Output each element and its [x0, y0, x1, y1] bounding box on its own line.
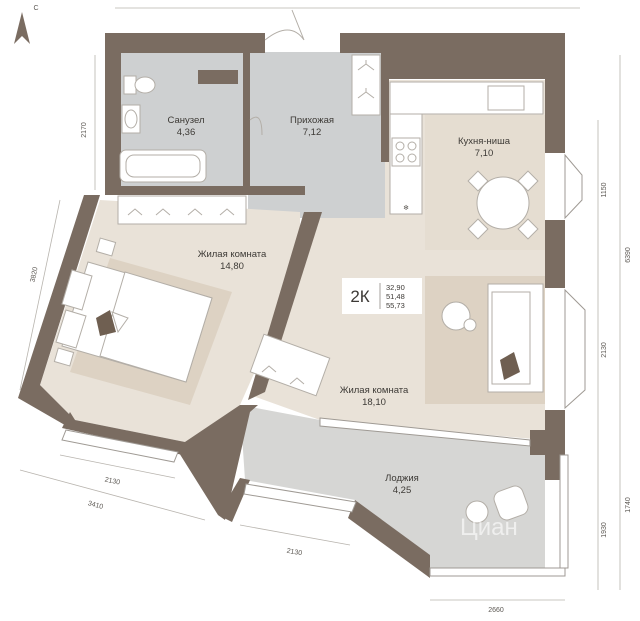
window-loggia-bottom	[429, 567, 566, 577]
wall-left-diagonal	[18, 195, 100, 428]
bed-accent-pillow	[96, 310, 116, 336]
dim-line	[59, 454, 176, 479]
burner-icon	[395, 153, 405, 163]
dim-line	[19, 199, 61, 391]
window-living-bottom	[319, 417, 531, 447]
dim-bottom-bedroom: 3410	[87, 500, 104, 511]
hanger-icon	[219, 208, 235, 216]
nightstand	[95, 237, 117, 257]
hall-wardrobe	[351, 54, 381, 116]
wall-bath-hall	[243, 52, 250, 192]
room-label-living: Жилая комната	[340, 385, 409, 396]
dim-bottom-living-window: 2130	[286, 548, 303, 558]
hanger-icon	[127, 208, 143, 216]
side-table	[463, 318, 477, 332]
window-kitchen-right	[564, 153, 583, 220]
room-label-kitchen: Кухня-ниша	[458, 136, 511, 147]
room-label-loggia: Лоджия	[385, 473, 419, 484]
room-area-bathroom: 4,36	[177, 127, 196, 138]
total-with-loggia-value: 55,73	[386, 301, 405, 310]
dim-line	[239, 524, 351, 546]
chair	[467, 170, 489, 192]
dim-right-upper: 1150	[601, 182, 608, 197]
wall-bedroom-bottom	[62, 412, 205, 460]
chair	[517, 170, 539, 192]
chair	[467, 218, 489, 240]
room-area-living: 18,10	[362, 397, 386, 408]
room-area-kitchen: 7,10	[475, 148, 494, 159]
bedroom-wardrobe	[117, 195, 247, 225]
entrance-door	[264, 9, 305, 41]
window-loggia-right	[559, 454, 569, 569]
room-area-bedroom: 14,80	[220, 261, 244, 272]
hanger-icon	[357, 60, 375, 71]
wall-loggia-bottom	[348, 500, 430, 578]
chair	[517, 218, 539, 240]
compass-arrow-icon	[14, 12, 30, 44]
watermark-logo: Циан	[460, 514, 518, 541]
room-label-bedroom: Жилая комната	[198, 249, 267, 260]
pillow	[55, 309, 87, 349]
dim-left-lower: 3820	[29, 266, 39, 283]
burner-icon	[407, 153, 417, 163]
window-loggia-left	[243, 483, 357, 513]
burner-icon	[395, 141, 405, 151]
living-area-value: 32,90	[386, 283, 405, 292]
loggia-table	[465, 500, 489, 524]
pillow	[61, 269, 93, 311]
stove	[391, 137, 421, 167]
dim-right-total: 6390	[625, 247, 632, 263]
toilet-bowl	[134, 76, 156, 94]
hanger-icon	[187, 208, 203, 216]
window-living-right	[564, 288, 586, 410]
wall-hall-right	[381, 52, 389, 162]
dim-bottom-loggia: 2660	[488, 607, 504, 614]
total-area-value: 51,48	[386, 292, 405, 301]
wall-bedroom-bottom-right	[176, 405, 258, 520]
toilet-tank	[123, 75, 137, 95]
wall-loggia-left	[218, 478, 250, 522]
wall-bath-bottom	[105, 186, 305, 195]
dim-right-loggia-inner: 1930	[601, 522, 608, 538]
bed-accent-pillow-light	[111, 311, 129, 334]
coffee-table	[441, 301, 471, 331]
dining-table	[476, 176, 530, 230]
hanger-icon	[357, 88, 375, 99]
room-label-bathroom: Санузел	[167, 115, 204, 126]
window-bedroom	[61, 429, 179, 463]
armchair	[493, 485, 529, 521]
bathtub-inner	[125, 154, 201, 178]
sink-bowl	[124, 109, 138, 129]
dim-right-loggia-outer: 1740	[625, 497, 632, 513]
bath-shelf	[198, 70, 238, 84]
wall-right-1	[545, 53, 565, 153]
wall-right-2	[545, 220, 565, 288]
snowflake-icon: ❄	[403, 204, 409, 212]
wall-left-upper	[105, 33, 121, 193]
nightstand	[53, 347, 75, 367]
living-wardrobe	[249, 333, 331, 397]
dim-right-middle: 2130	[601, 342, 608, 358]
dim-left-upper: 2170	[81, 122, 88, 138]
hanger-icon	[289, 377, 305, 385]
hanger-icon	[261, 365, 277, 373]
burner-icon	[407, 141, 417, 151]
compass-label: С	[33, 5, 38, 12]
wall-top-right-block	[385, 33, 545, 79]
room-area-hallway: 7,12	[303, 127, 322, 138]
hallway-floor	[248, 52, 385, 218]
sofa-pillow	[500, 352, 520, 380]
room-area-loggia: 4,25	[393, 485, 412, 496]
dim-line	[19, 469, 206, 521]
wall-top-left	[105, 33, 265, 53]
dim-bottom-bedroom-window: 2130	[104, 476, 121, 486]
kitchen-sink	[487, 85, 525, 111]
area-badge	[342, 278, 422, 314]
rooms-count-label: 2К	[350, 287, 369, 306]
hanger-icon	[155, 208, 171, 216]
loggia-floor	[240, 405, 545, 570]
door-swing	[249, 116, 263, 136]
room-label-hallway: Прихожая	[290, 115, 334, 126]
